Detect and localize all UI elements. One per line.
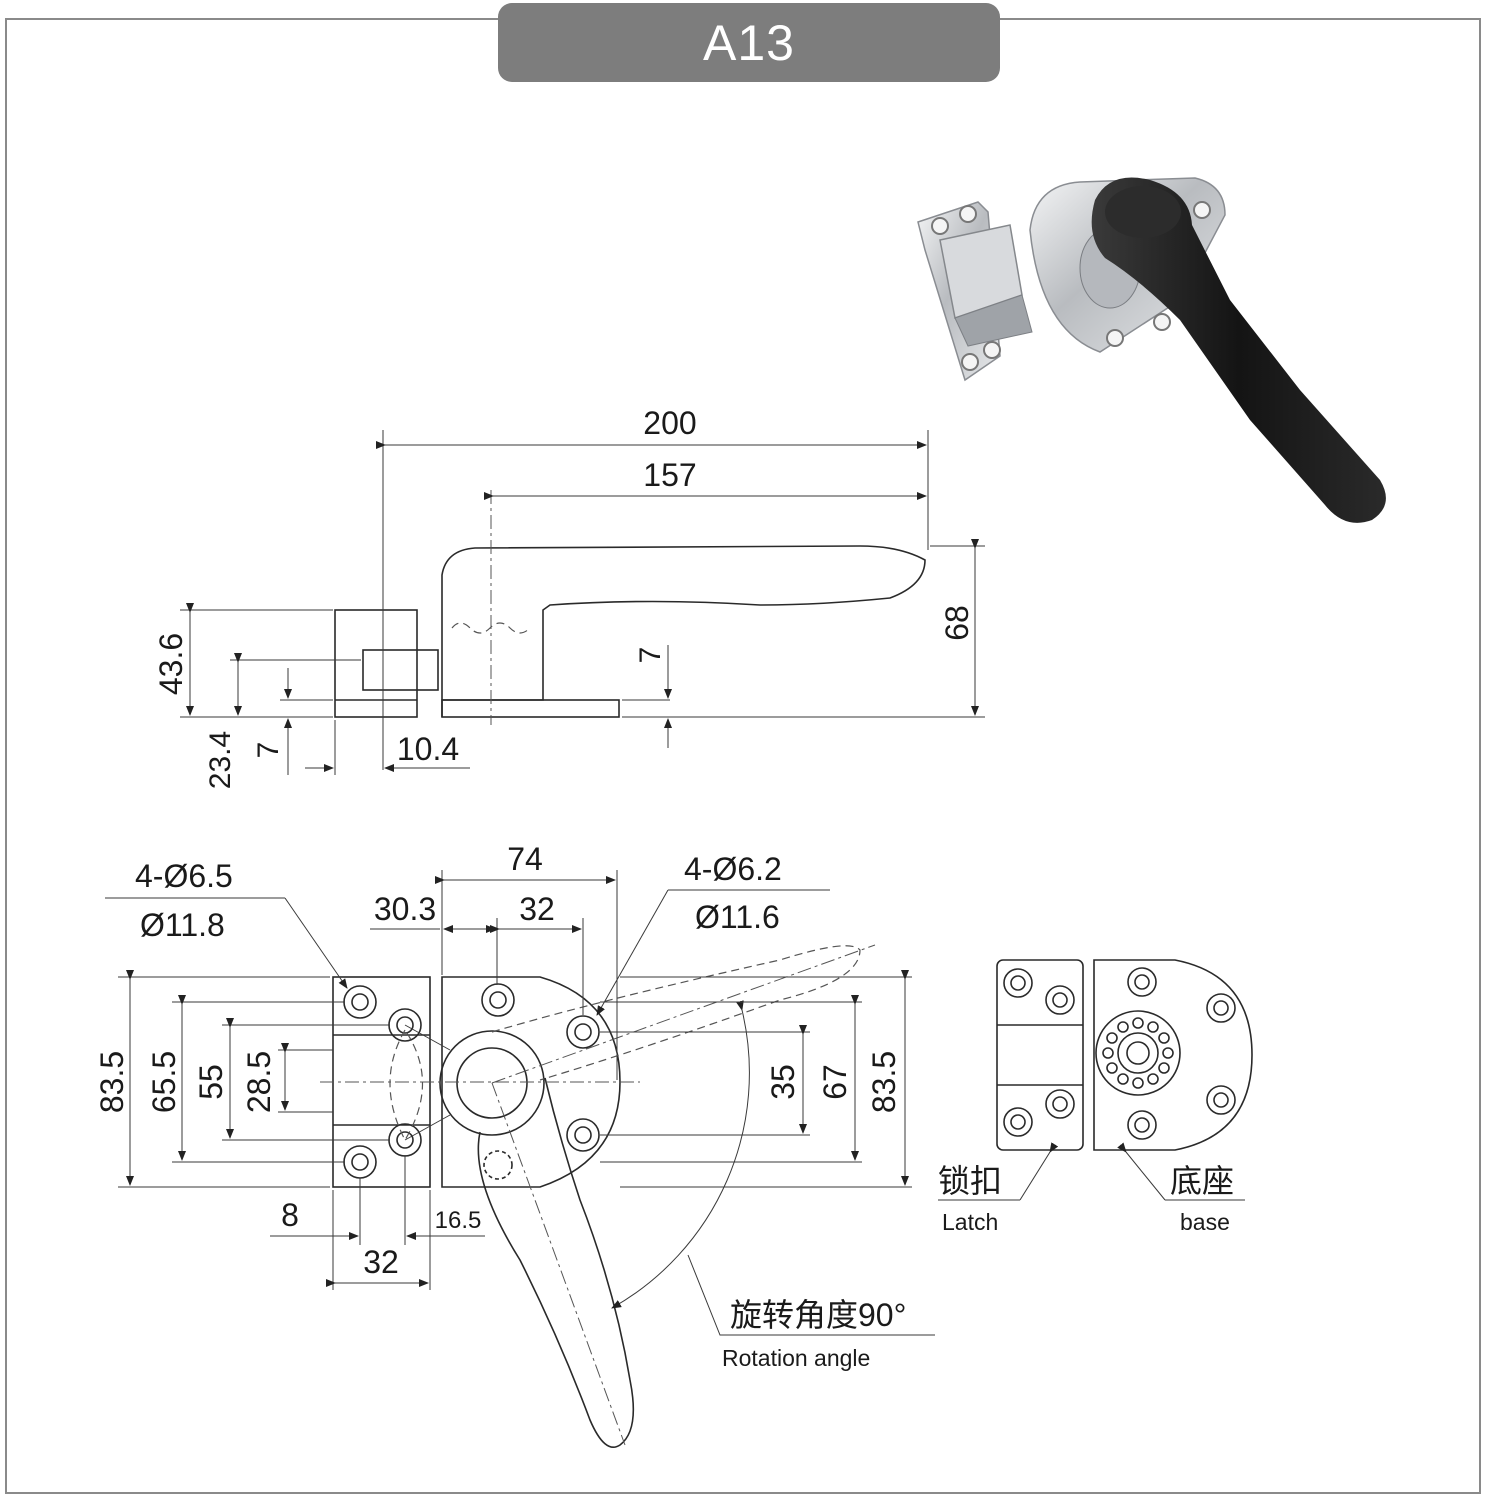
dim-base-total-height: 83.5 xyxy=(866,1051,902,1113)
dim-base-width: 74 xyxy=(507,841,543,877)
rear-latch-plate xyxy=(996,959,1084,1151)
dim-height: 68 xyxy=(939,605,975,641)
front-base-holes xyxy=(481,983,600,1180)
front-view: 旋转角度90° Rotation angle 4-Ø6.5 Ø11.8 4-Ø6… xyxy=(94,841,935,1448)
front-hub-outer xyxy=(439,1030,545,1136)
front-handle-rotated xyxy=(491,945,861,1081)
base-label-cn: 底座 xyxy=(1170,1163,1234,1199)
dim-latch-slot-height: 28.5 xyxy=(241,1051,277,1113)
side-latch-tongue xyxy=(362,649,439,691)
base-hole-counterbore: Ø11.6 xyxy=(695,899,780,935)
model-title: A13 xyxy=(703,14,795,71)
dim-offset: 10.4 xyxy=(397,731,459,767)
front-handle-closed xyxy=(477,1077,635,1448)
dim-latch-total-height: 83.5 xyxy=(94,1051,130,1113)
side-view: 200 157 68 7 43.6 23.4 7 10.4 xyxy=(153,405,985,789)
product-photo xyxy=(917,177,1386,523)
dim-latch-slot: 23.4 xyxy=(204,731,237,789)
rotation-label-cn: 旋转角度90° xyxy=(730,1297,906,1333)
model-title-badge: A13 xyxy=(498,3,1000,82)
base-label-en: base xyxy=(1180,1209,1230,1235)
photo-handle xyxy=(1091,177,1386,523)
latch-label-en: Latch xyxy=(942,1209,998,1235)
rear-hub-bolt-ring xyxy=(1102,1017,1174,1089)
dim-gap: 16.5 xyxy=(435,1207,482,1234)
rear-base-plate xyxy=(1093,959,1253,1151)
dim-base-height-67: 67 xyxy=(817,1064,853,1100)
rotation-label-en: Rotation angle xyxy=(722,1345,870,1371)
dim-base-offset: 30.3 xyxy=(374,891,436,927)
rotation-arc xyxy=(611,1000,750,1309)
dim-latch-hole-offset: 8 xyxy=(281,1197,299,1233)
dim-base-hole-spacing: 32 xyxy=(519,891,555,927)
rear-hub xyxy=(1095,1010,1181,1096)
latch-label-cn: 锁扣 xyxy=(938,1163,1002,1199)
photo-latch xyxy=(917,201,1033,382)
dim-base-hole-vertical: 35 xyxy=(765,1064,801,1100)
base-hole-count: 4-Ø6.2 xyxy=(684,851,782,887)
rear-view: 锁扣 Latch 底座 base xyxy=(938,959,1253,1235)
side-spring-hidden xyxy=(451,622,531,634)
dim-latch-width: 32 xyxy=(363,1244,399,1280)
dim-latch-plate: 7 xyxy=(252,742,285,759)
latch-hole-count: 4-Ø6.5 xyxy=(135,858,233,894)
dim-latch-hole-spacing: 65.5 xyxy=(146,1051,182,1113)
side-base-plate xyxy=(441,699,620,718)
dim-handle-plate: 7 xyxy=(634,647,667,664)
latch-hole-counterbore: Ø11.8 xyxy=(140,907,225,943)
front-hub-inner xyxy=(456,1047,528,1119)
dim-handle-length: 157 xyxy=(643,457,696,493)
side-handle-outline xyxy=(441,545,926,717)
dim-latch-inner: 55 xyxy=(193,1064,229,1100)
dim-latch-height: 43.6 xyxy=(153,633,189,695)
side-latch-body xyxy=(334,609,418,718)
dim-overall-length: 200 xyxy=(643,405,696,441)
